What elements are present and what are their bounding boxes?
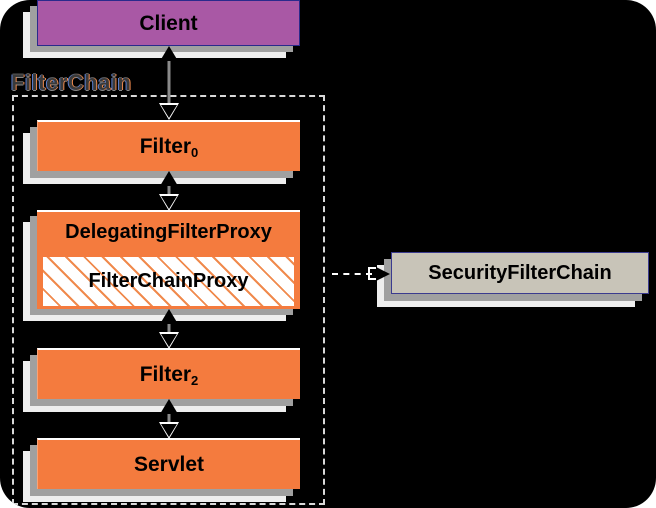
node-filter-chain-proxy[interactable]: FilterChainProxy	[43, 257, 294, 306]
node-security-filter-chain-label: SecurityFilterChain	[428, 262, 612, 284]
arrowhead-down	[159, 422, 179, 439]
arrowhead-up	[160, 309, 178, 324]
connector-client-filter0	[154, 46, 184, 120]
node-filter2-subscript: 2	[191, 373, 199, 389]
arrowhead-down	[159, 103, 179, 120]
arrowhead-up	[160, 399, 178, 414]
node-delegating-filter-proxy[interactable]: DelegatingFilterProxy FilterChainProxy	[37, 210, 300, 309]
node-security-filter-chain[interactable]: SecurityFilterChain	[391, 252, 649, 294]
connector-filter0-delegatingfilterproxy	[154, 171, 184, 211]
connector-delegatingfilterproxy-filter2	[154, 309, 184, 349]
node-filter0[interactable]: Filter0	[37, 120, 300, 171]
arrowhead-right-outline	[368, 267, 376, 280]
arrowhead-down	[159, 194, 179, 211]
node-filter0-label: Filter0	[139, 135, 199, 161]
node-servlet[interactable]: Servlet	[37, 438, 300, 489]
filterchain-container-label: FilterChain	[11, 70, 132, 95]
connector-filter2-servlet	[154, 399, 184, 439]
arrowhead-up	[160, 171, 178, 186]
node-filter0-subscript: 0	[191, 145, 199, 161]
node-client[interactable]: Client	[37, 0, 300, 46]
node-filter2-label: Filter2	[139, 363, 199, 389]
arrowhead-down	[159, 332, 179, 349]
dashed-line	[332, 273, 372, 275]
connector-filterchainproxy-securityfilterchain	[332, 266, 390, 282]
node-delegating-filter-proxy-label: DelegatingFilterProxy	[65, 221, 272, 243]
node-servlet-label: Servlet	[133, 453, 205, 476]
arrowhead-right	[374, 266, 390, 282]
node-filter2[interactable]: Filter2	[37, 348, 300, 399]
node-client-label: Client	[139, 11, 198, 35]
arrowhead-up	[160, 46, 178, 61]
node-filter-chain-proxy-label: FilterChainProxy	[88, 270, 249, 292]
